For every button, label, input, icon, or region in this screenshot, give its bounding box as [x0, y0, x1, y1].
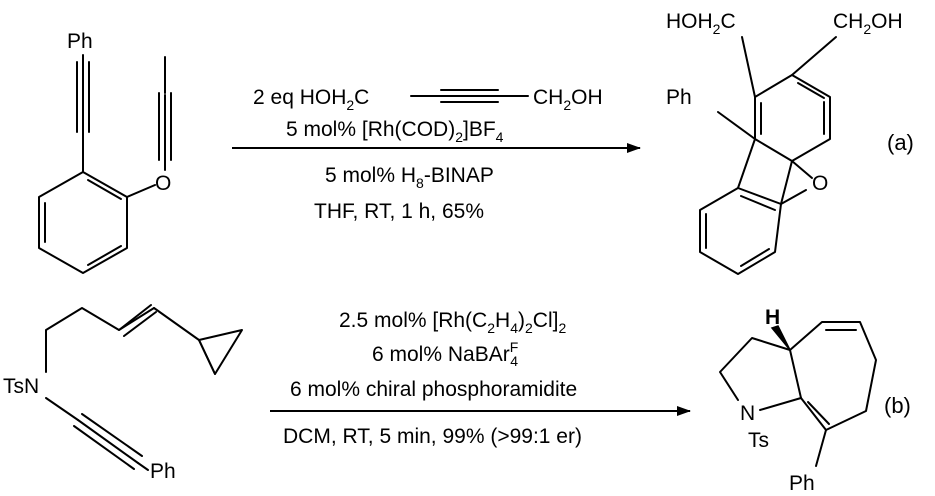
conditions-a-line1-right: CH2OH — [533, 86, 603, 113]
conditions-b-line1: 2.5 mol% [Rh(C2H4)2Cl]2 — [339, 309, 566, 336]
conditions-b-line4: DCM, RT, 5 min, 99% (>99:1 er) — [283, 425, 582, 448]
reactant-a-oxygen-label: O — [155, 172, 171, 195]
reactant-b-structure: TsN Ph — [3, 304, 243, 483]
reactant-b-phenyl-label: Ph — [150, 460, 176, 483]
conditions-a-line1-left: 2 eq HOH2C — [253, 86, 369, 113]
reactant-a-phenyl-label: Ph — [67, 30, 93, 53]
product-a-phenyl-label: Ph — [666, 86, 692, 109]
reaction-b-tag: (b) — [884, 393, 911, 418]
reactant-b-tsn-label: TsN — [3, 375, 39, 398]
product-b-phenyl-label: Ph — [789, 472, 815, 495]
conditions-a-line3: 5 mol% H8-BINAP — [325, 164, 494, 191]
conditions-a: 2 eq HOH2C CH2OH 5 mol% [Rh(COD)2]BF4 5 … — [232, 86, 641, 223]
conditions-a-line2: 5 mol% [Rh(COD)2]BF4 — [286, 118, 504, 145]
reaction-a: Ph O 2 eq HOH2C — [38, 10, 914, 275]
product-b-h-label: H — [765, 306, 780, 329]
product-b-ts-label: Ts — [748, 429, 769, 452]
product-a-left-substituent: HOH2C — [666, 10, 736, 37]
product-b-structure: H N Ts Ph — [719, 306, 877, 495]
product-a-oxygen-label: O — [812, 172, 828, 195]
reaction-a-tag: (a) — [887, 130, 914, 155]
reaction-b: TsN Ph 2.5 mol% [Rh(C2H4)2Cl]2 6 mol% Na… — [3, 304, 911, 495]
conditions-a-line4: THF, RT, 1 h, 65% — [314, 200, 484, 223]
product-b-n-label: N — [740, 402, 755, 425]
reactant-a-structure: Ph O — [38, 30, 172, 274]
product-a-right-substituent: CH2OH — [833, 10, 903, 37]
product-a-structure: HOH2C CH2OH Ph O — [666, 10, 903, 275]
conditions-b-line3: 6 mol% chiral phosphoramidite — [290, 378, 577, 401]
